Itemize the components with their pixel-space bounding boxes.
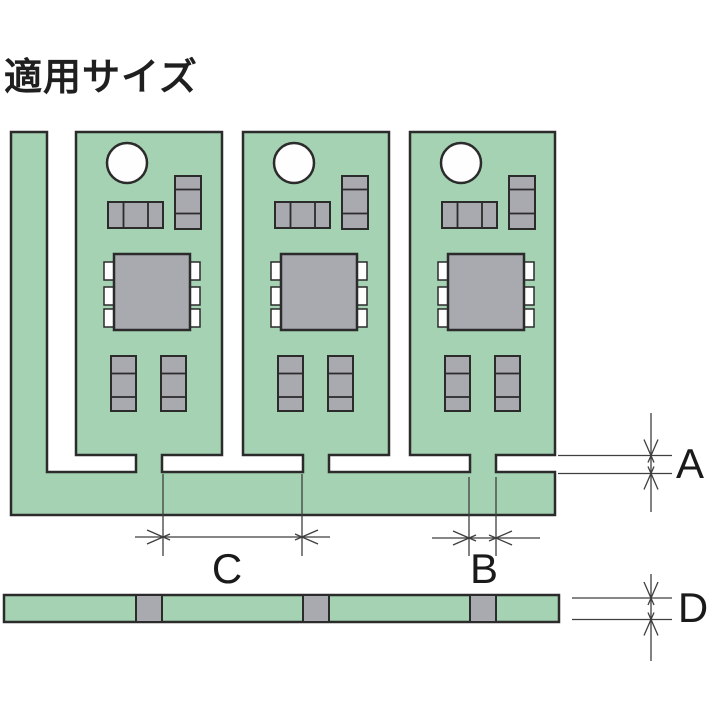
dimension-b-label: B — [470, 545, 498, 592]
side-view-board — [2, 593, 561, 624]
arrowhead — [452, 534, 477, 546]
arrowhead — [647, 581, 659, 606]
dimension-a-label: A — [676, 440, 704, 487]
arrowhead — [643, 612, 655, 636]
side-view-tab — [469, 594, 497, 623]
arrowhead — [294, 533, 319, 545]
arrowhead — [647, 466, 659, 490]
dimension-c: C — [135, 474, 330, 592]
arrowhead — [647, 439, 659, 463]
arrowhead — [647, 612, 659, 636]
arrowhead — [488, 534, 513, 546]
dimension-a: A — [558, 413, 704, 512]
side-view-tab — [135, 594, 163, 623]
panel-side-view — [2, 593, 561, 624]
dimension-d-label: D — [678, 584, 708, 631]
arrowhead — [452, 530, 477, 542]
arrowhead — [146, 533, 171, 545]
dimension-b: B — [432, 477, 540, 592]
dimension-c-label: C — [212, 545, 242, 592]
side-view-tab — [302, 594, 330, 623]
arrowhead — [643, 581, 655, 606]
arrowhead — [643, 466, 655, 490]
dimension-d: D — [572, 574, 708, 661]
arrowhead — [146, 529, 171, 541]
arrowhead — [643, 439, 655, 463]
page-title: 適用サイズ — [4, 57, 198, 99]
arrowhead — [294, 529, 319, 541]
arrowhead — [488, 530, 513, 542]
